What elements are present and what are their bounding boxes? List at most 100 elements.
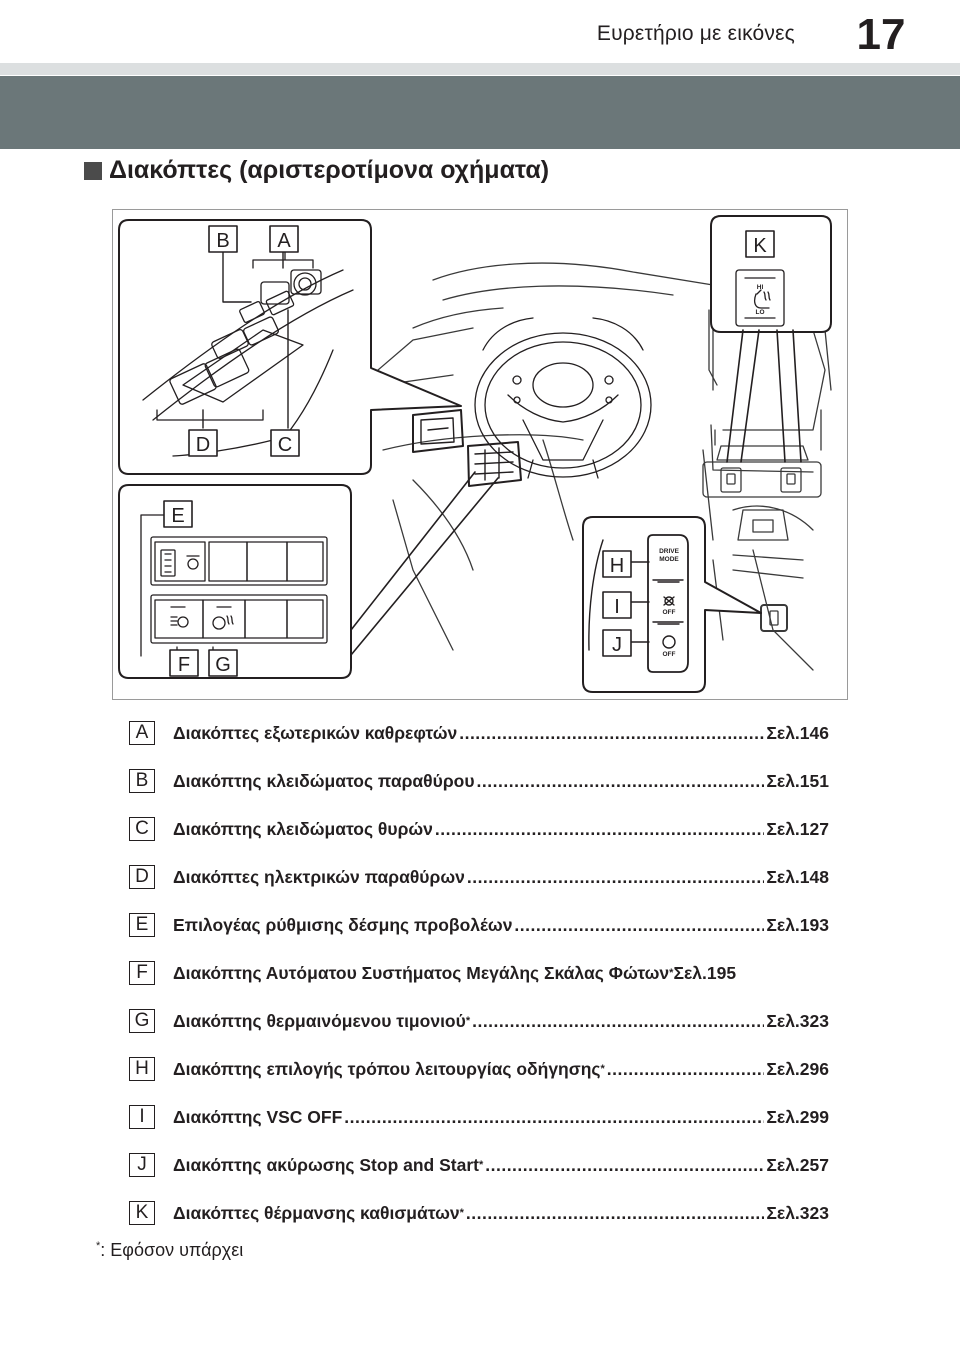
list-item[interactable]: B Διακόπτης κλειδώματος παραθύρου ......…: [129, 768, 829, 794]
list-item[interactable]: C Διακόπτης κλειδώματος θυρών ..........…: [129, 816, 829, 842]
leader-dots: ........................................…: [472, 1010, 765, 1031]
footnote-asterisk: *: [96, 1240, 101, 1252]
list-item[interactable]: A Διακόπτες εξωτερικών καθρεφτών .......…: [129, 720, 829, 746]
item-page-ref[interactable]: Σελ.299: [766, 1106, 829, 1127]
leader-dots: ........................................…: [344, 1106, 764, 1127]
callout-letter-e: E: [171, 505, 184, 527]
callout-letter-i: I: [614, 596, 620, 618]
callout-bubble-seat-heater: [710, 215, 832, 333]
door-switch-small: [412, 409, 522, 487]
item-text: Διακόπτης θερμαινόμενου τιμονιού: [173, 1010, 466, 1031]
callout-box-i: [602, 591, 632, 619]
callout-box-b: [208, 225, 238, 253]
item-page-ref[interactable]: Σελ.323: [766, 1010, 829, 1031]
callout-box-k: [745, 230, 775, 258]
section-heading: Διακόπτες (αριστεροτίμονα οχήματα): [84, 156, 549, 185]
callout-letter-k: K: [753, 235, 767, 257]
list-item[interactable]: H Διακόπτης επιλογής τρόπου λειτουργίας …: [129, 1056, 829, 1082]
section-title-text: Διακόπτες (αριστεροτίμονα οχήματα): [109, 156, 550, 184]
callout-letter-g: G: [215, 654, 231, 676]
item-letter: J: [129, 1153, 155, 1177]
item-letter: K: [129, 1201, 155, 1225]
bullet-square-icon: [84, 161, 102, 180]
header-band: [0, 63, 960, 75]
callout-box-a: [269, 225, 299, 253]
list-item[interactable]: K Διακόπτες θέρμανσης καθισμάτων* ......…: [129, 1200, 829, 1226]
callout-box-c: [270, 429, 300, 457]
leader-dots: ........................................…: [466, 866, 765, 887]
leader-dots: ........................................…: [434, 818, 764, 839]
callout-box-g: [208, 649, 238, 677]
callout-letter-boxes: [163, 225, 775, 677]
item-page-ref[interactable]: Σελ.257: [766, 1154, 829, 1175]
leader-dots: ........................................…: [606, 1058, 765, 1079]
list-item[interactable]: D Διακόπτες ηλεκτρικών παραθύρων .......…: [129, 864, 829, 890]
steering-wheel-drawing: [474, 317, 652, 479]
leader-dots: ........................................…: [514, 914, 764, 935]
item-letter: H: [129, 1057, 155, 1081]
item-text: Διακόπτης επιλογής τρόπου λειτουργίας οδ…: [173, 1058, 601, 1079]
leader-dots: ........................................…: [465, 1202, 765, 1223]
item-text: Διακόπτες ηλεκτρικών παραθύρων: [173, 866, 465, 887]
item-page-ref[interactable]: Σελ.323: [766, 1202, 829, 1223]
item-page-ref[interactable]: Σελ.195: [673, 962, 737, 983]
list-item[interactable]: F Διακόπτης Αυτόματου Συστήματος Μεγάλης…: [129, 960, 829, 986]
item-letter: A: [129, 721, 155, 745]
item-page-ref[interactable]: Σελ.148: [766, 866, 829, 887]
item-letter: F: [129, 961, 155, 985]
callout-box-j: [602, 629, 632, 657]
seat-heater-switch-detail: [735, 269, 785, 327]
item-letter: B: [129, 769, 155, 793]
svg-text:MODE: MODE: [659, 556, 679, 563]
item-letter: G: [129, 1009, 155, 1033]
stop-start-off-label: OFF: [663, 651, 676, 658]
item-letter: D: [129, 865, 155, 889]
item-page-ref[interactable]: Σελ.146: [766, 722, 829, 743]
footnote-text: : Εφόσον υπάρχει: [100, 1240, 244, 1260]
list-item[interactable]: J Διακόπτης ακύρωσης Stop and Start* ...…: [129, 1152, 829, 1178]
callout-letter-a: A: [277, 230, 291, 252]
item-page-ref[interactable]: Σελ.151: [766, 770, 829, 791]
list-item[interactable]: G Διακόπτης θερμαινόμενου τιμονιού* ....…: [129, 1008, 829, 1034]
list-item[interactable]: E Επιλογέας ρύθμισης δέσμης προβολέων ..…: [129, 912, 829, 938]
item-text: Διακόπτης κλειδώματος θυρών: [173, 818, 433, 839]
switches-illustration: B A D C E F G H I J K DRIVE MODE OFF OFF…: [112, 209, 848, 700]
page-number: 17: [856, 10, 906, 59]
callout-bubble-mirror-window: [118, 219, 462, 475]
seat-lo-label: LO: [755, 309, 764, 316]
leader-dots: ........................................…: [459, 722, 765, 743]
callout-letter-d: D: [196, 434, 210, 456]
callout-box-e: [163, 500, 193, 528]
drive-mode-switch-detail: [588, 534, 689, 673]
leader-dots: ........................................…: [485, 1154, 765, 1175]
seat-hi-label: HI: [757, 284, 764, 291]
callout-letter-c: C: [278, 434, 292, 456]
callout-box-h: [602, 550, 632, 578]
callout-letter-f: F: [178, 654, 190, 676]
callout-letter-b: B: [216, 230, 229, 252]
list-item[interactable]: I Διακόπτης VSC OFF ....................…: [129, 1104, 829, 1130]
vsc-off-label: OFF: [663, 609, 676, 616]
callout-box-d: [188, 429, 218, 457]
item-text: Διακόπτης κλειδώματος παραθύρου: [173, 770, 475, 791]
callout-letter-j: J: [612, 634, 622, 656]
item-page-ref[interactable]: Σελ.296: [766, 1058, 829, 1079]
item-letter: E: [129, 913, 155, 937]
callout-letter-h: H: [610, 555, 624, 577]
item-page-ref[interactable]: Σελ.193: [766, 914, 829, 935]
leader-dots: ........................................…: [476, 770, 765, 791]
callout-box-f: [169, 649, 199, 677]
item-text: Διακόπτης ακύρωσης Stop and Start: [173, 1154, 479, 1175]
item-text: Διακόπτες εξωτερικών καθρεφτών: [173, 722, 458, 743]
item-text: Επιλογέας ρύθμισης δέσμης προβολέων: [173, 914, 513, 935]
callout-leader-e: [350, 471, 499, 656]
chapter-bar: [0, 76, 960, 149]
footnote: *: Εφόσον υπάρχει: [96, 1240, 243, 1261]
drive-mode-label: DRIVE: [659, 548, 680, 555]
header-section-title: Ευρετήριο με εικόνες: [596, 22, 795, 45]
item-letter: I: [129, 1105, 155, 1129]
item-text: Διακόπτης VSC OFF: [173, 1106, 343, 1127]
item-page-ref[interactable]: Σελ.127: [766, 818, 829, 839]
item-text: Διακόπτης Αυτόματου Συστήματος Μεγάλης Σ…: [173, 962, 670, 983]
callout-leader-k: [726, 329, 802, 463]
